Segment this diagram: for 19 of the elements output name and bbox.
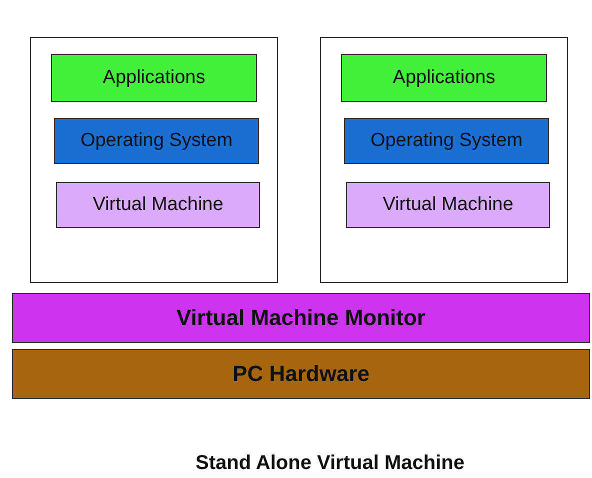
layer-box [344, 118, 549, 164]
layer-box [346, 182, 550, 228]
layer-label: Applications [392, 67, 496, 89]
container-box [320, 37, 568, 283]
layer-label: Virtual Machine [92, 194, 224, 216]
caption: Stand Alone Virtual Machine [194, 452, 466, 475]
layer-label: Operating System [80, 130, 233, 152]
layer-box [51, 54, 257, 102]
layer-label: Applications [102, 67, 206, 89]
layer-box [56, 182, 260, 228]
layer-box [54, 118, 259, 164]
layer-label: Operating System [370, 130, 523, 152]
layer-box [341, 54, 547, 102]
layer-band [12, 293, 590, 343]
layer-label: PC Hardware [232, 361, 370, 387]
layer-label: Virtual Machine Monitor [176, 305, 426, 331]
layer-band [12, 349, 590, 399]
layer-label: Virtual Machine [382, 194, 514, 216]
container-box [30, 37, 278, 283]
